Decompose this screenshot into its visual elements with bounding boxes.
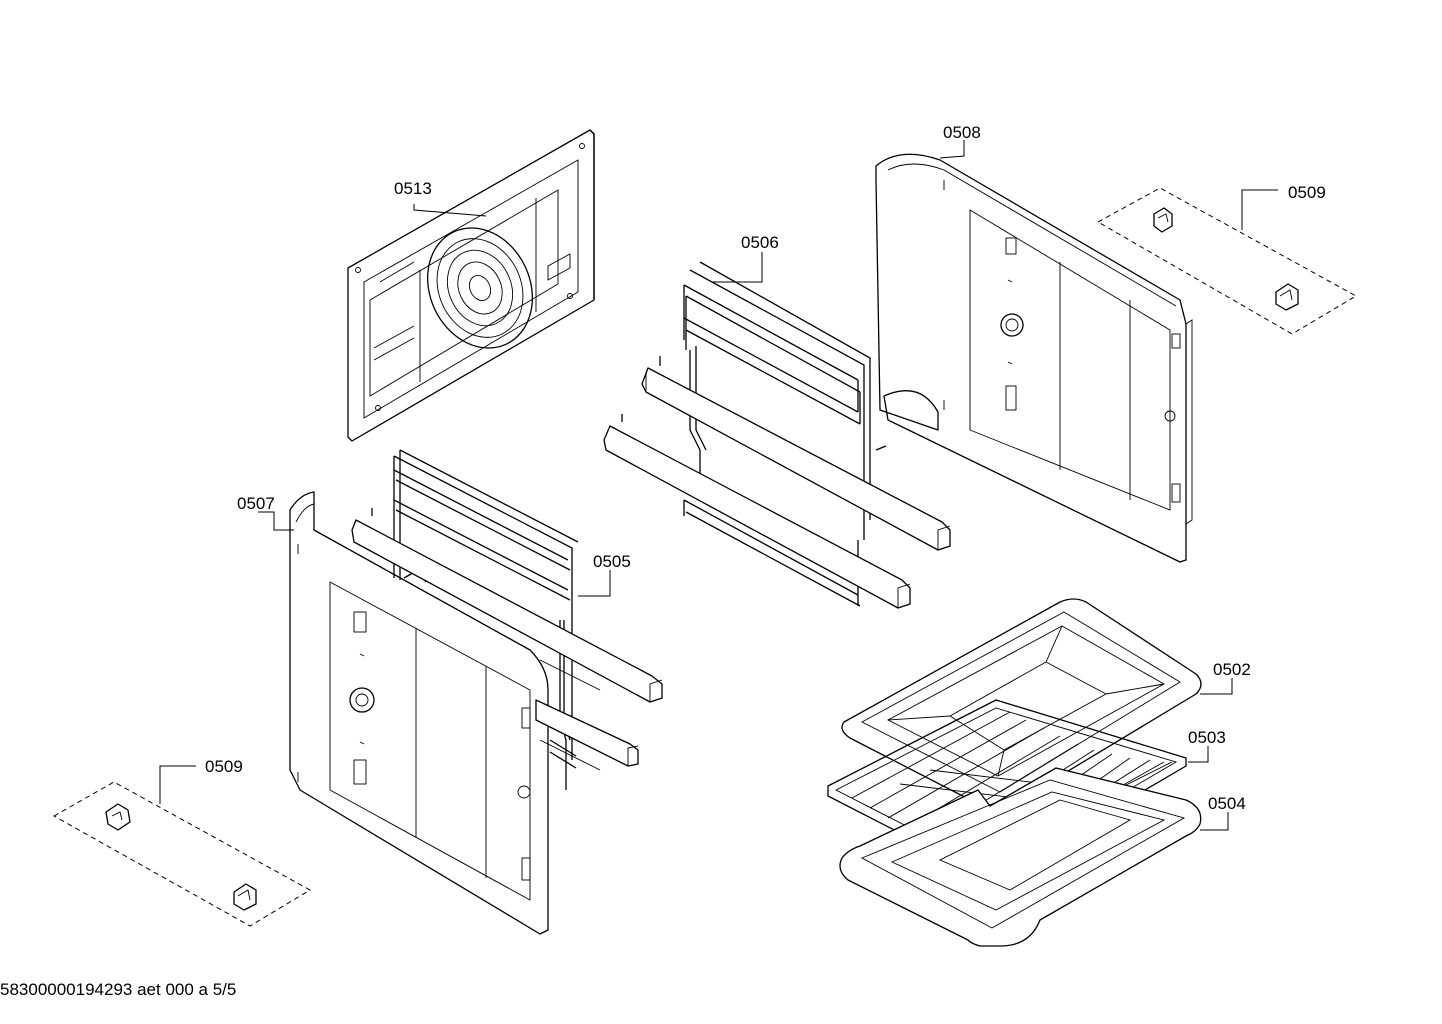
label-0504: 0504 [1208,794,1246,813]
label-0509-bottom: 0509 [205,757,243,776]
part-0504-flat-tray [839,767,1202,947]
part-0509-clips-top [1096,187,1358,335]
label-0502: 0502 [1213,660,1251,679]
label-0508: 0508 [943,123,981,142]
part-0509-clips-bottom [52,781,312,927]
label-0503: 0503 [1188,728,1226,747]
part-0507-side-panel [289,491,549,935]
part-labels: 0513 0508 0509 0506 0507 0505 0509 0502 … [205,123,1326,813]
part-0502-deep-tray [841,598,1202,811]
label-0505: 0505 [593,552,631,571]
label-0509-top: 0509 [1288,183,1326,202]
part-0505-rack [351,449,663,790]
leader-lines [159,140,1278,831]
part-0506-rack [603,261,951,609]
document-footer-id: 58300000194293 aet 000 a 5/5 [0,980,237,999]
label-0506: 0506 [741,233,779,252]
label-0513: 0513 [394,179,432,198]
part-0508-side-panel [875,153,1193,563]
label-0507: 0507 [237,494,275,513]
part-0513-back-panel [347,129,595,442]
